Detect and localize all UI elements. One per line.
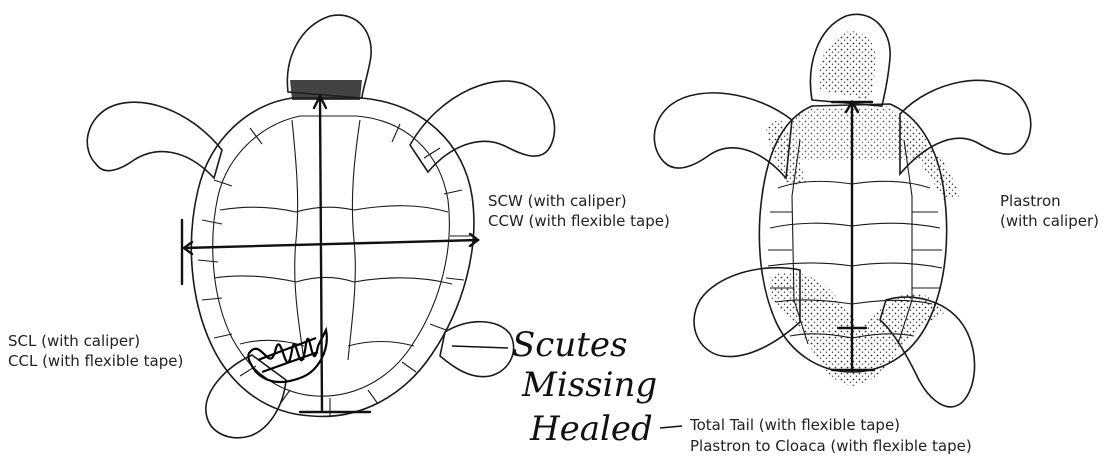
handwritten-scutes: Scutes [512, 325, 627, 365]
label-total-tail: Total Tail (with flexible tape) [689, 416, 900, 434]
label-ccl: CCL (with flexible tape) [8, 352, 183, 370]
label-scl: SCL (with caliper) [8, 332, 140, 350]
dorsal-marginal-scutes [198, 124, 470, 416]
handwritten-missing: Missing [521, 365, 657, 405]
ventral-neck-stipple [778, 106, 920, 160]
dorsal-internal-scutes [214, 120, 452, 360]
handwriting-dash [660, 426, 682, 428]
dorsal-right-rear-flipper [440, 322, 514, 377]
label-scw: SCW (with caliper) [488, 192, 627, 210]
handwriting-pointer-line [452, 346, 508, 348]
ventral-turtle [654, 14, 1030, 406]
dorsal-carapace [191, 98, 474, 416]
handwritten-healed: Healed [529, 409, 653, 449]
label-ccw: CCW (with flexible tape) [488, 212, 670, 230]
label-plastron-to-cloaca: Plastron to Cloaca (with flexible tape) [690, 437, 972, 455]
ventral-head-stipple [819, 31, 876, 100]
scw-measurement-line [182, 220, 478, 284]
dorsal-left-front-flipper [87, 102, 222, 178]
scl-measurement-line [300, 96, 370, 412]
label-plastron-note: (with caliper) [1000, 212, 1099, 230]
dorsal-turtle [87, 15, 554, 438]
dorsal-neck-mark [290, 80, 362, 100]
label-plastron: Plastron [1000, 192, 1061, 210]
